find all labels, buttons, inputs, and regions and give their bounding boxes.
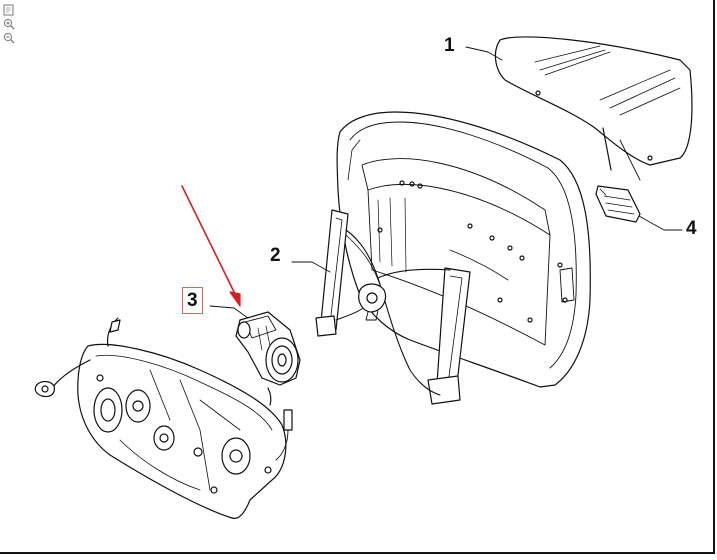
callout-2-leader [291,261,331,273]
callout-label-1: 1 [444,35,455,56]
window-regulator-part[interactable] [315,209,471,405]
zoom-out-icon[interactable] [3,32,15,44]
fit-page-icon[interactable] [3,4,15,16]
trim-clip-part[interactable] [595,185,641,223]
callout-4-leader [638,215,683,231]
callout-label-3-highlighted[interactable]: 3 [182,287,203,314]
zoom-toolbar [3,4,17,44]
regulator-motor-part[interactable] [235,311,301,386]
callout-3-leader [209,305,249,319]
callout-label-4: 4 [686,218,697,239]
door-module-carrier [34,317,293,520]
window-glass-part[interactable] [494,36,693,181]
callout-label-2: 2 [270,245,281,266]
door-inner-panel [336,111,591,388]
highlight-arrow [181,185,241,307]
zoom-in-icon[interactable] [3,18,15,30]
callout-1-leader [465,46,503,61]
